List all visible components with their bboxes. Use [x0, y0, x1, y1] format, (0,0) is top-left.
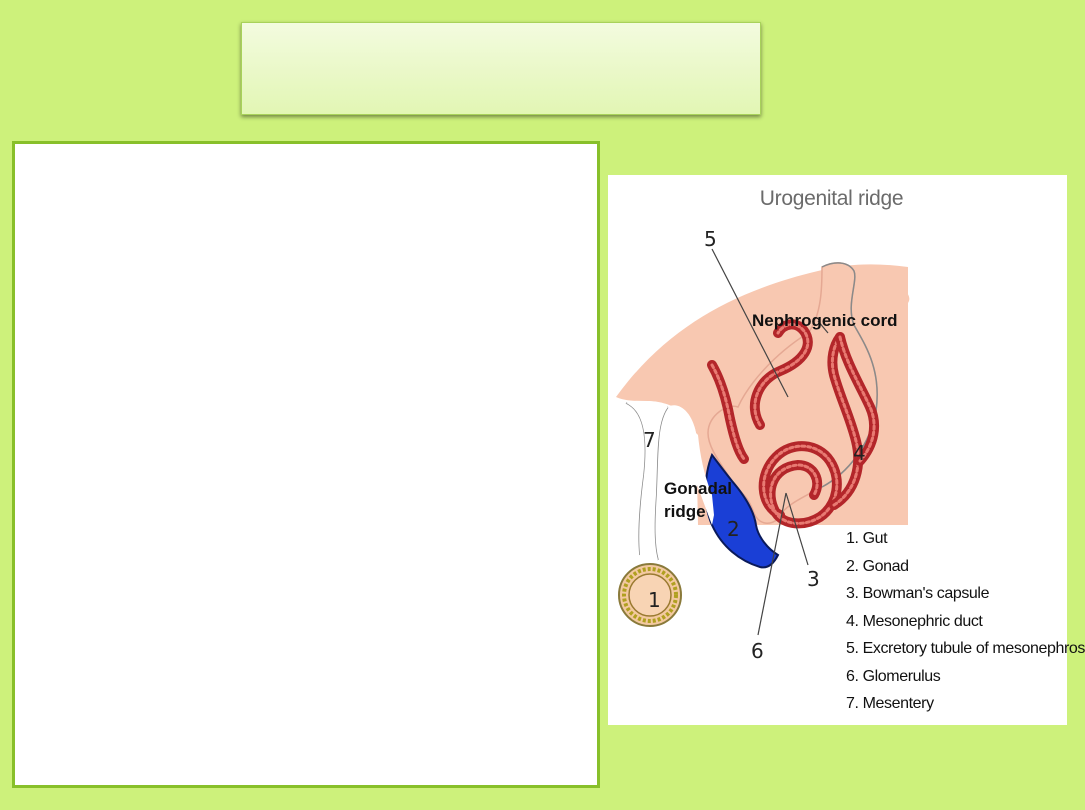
gonad — [704, 452, 780, 569]
legend-item: 6. Glomerulus — [846, 667, 941, 685]
mesonephric-tubules — [707, 319, 880, 529]
urogenital-ridge-illustration — [616, 248, 910, 636]
gut-epithelium — [622, 567, 678, 623]
label-3: 3 — [807, 567, 820, 591]
label-4: 4 — [853, 441, 866, 465]
legend-item: 1. Gut — [846, 530, 888, 547]
figure-title: Urogenital ridge — [759, 187, 904, 210]
leader-lines — [711, 248, 829, 636]
label-6: 6 — [751, 639, 764, 663]
figure-legend: 1. Gut 2. Gonad 3. Bowman's capsule 4. M… — [846, 525, 1085, 718]
label-2: 2 — [727, 517, 740, 541]
content-placeholder — [12, 141, 600, 788]
label-1: 1 — [648, 588, 661, 612]
label-7: 7 — [643, 428, 656, 452]
ridge-label: ridge — [664, 502, 706, 521]
outer-contour — [821, 262, 878, 488]
legend-item: 7. Mesentery — [846, 695, 934, 712]
slide-title-box — [241, 22, 761, 115]
nephrogenic-cord-label: Nephrogenic cord — [752, 311, 898, 330]
legend-item: 2. Gonad — [846, 557, 909, 575]
legend-item: 4. Mesonephric duct — [846, 612, 983, 630]
label-5: 5 — [704, 227, 717, 251]
legend-item: 5. Excretory tubule of mesonephros — [846, 640, 1085, 657]
legend-item: 3. Bowman's capsule — [846, 585, 990, 602]
urogenital-ridge-figure: Urogenital ridge Nephrogenic cord Gonada… — [608, 175, 1085, 725]
mesentery-fill — [626, 403, 714, 560]
gonadal-label: Gonadal — [664, 479, 733, 498]
gut-lumen — [628, 573, 672, 617]
